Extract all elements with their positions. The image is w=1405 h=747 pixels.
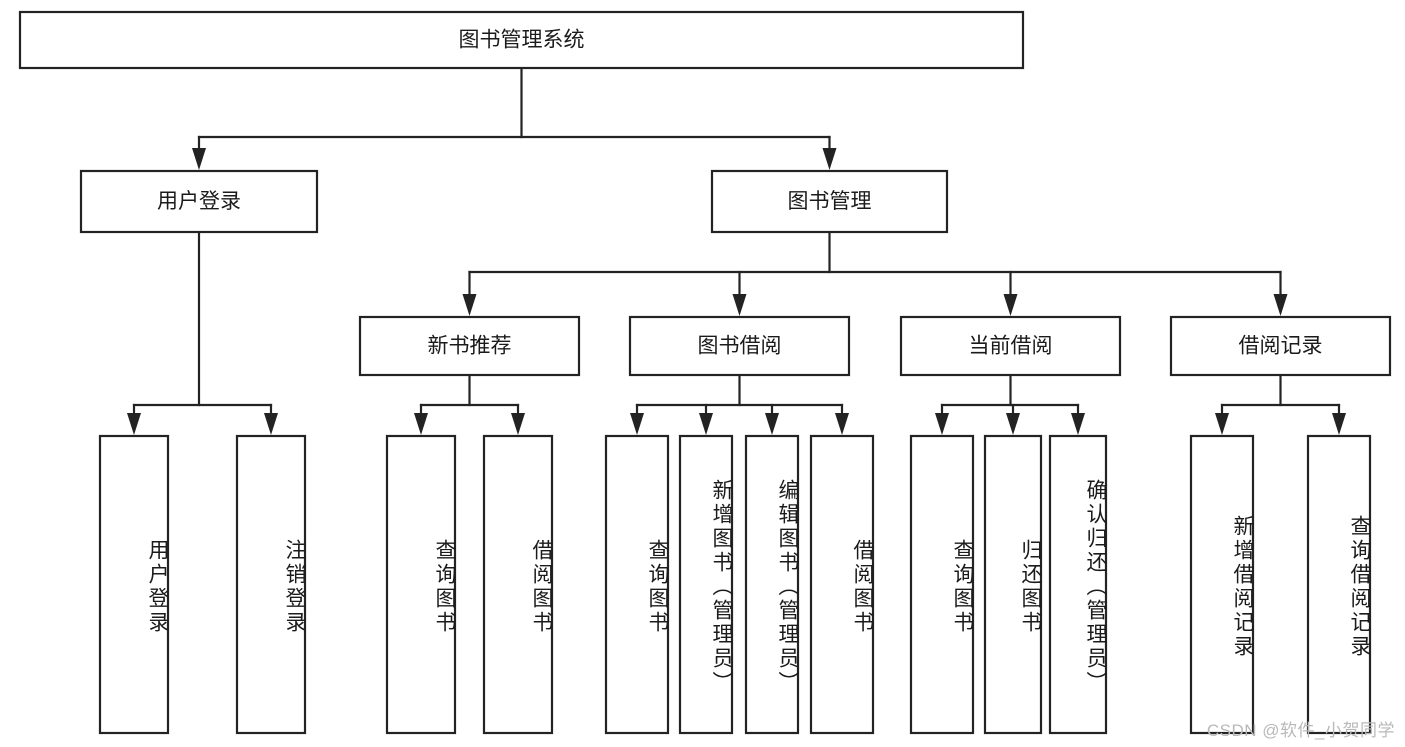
node-box-确认归还管理员-leaf-10[interactable] xyxy=(1048,434,1108,735)
arrow-head-icon-当前借阅-leaf-1 xyxy=(1006,413,1020,435)
node-box-编辑图书管理员-leaf-6[interactable] xyxy=(744,434,800,735)
node-label-图书借阅-l3-1: 图书借阅 xyxy=(698,335,782,358)
node-box-图书管理系统-root-0[interactable] xyxy=(18,10,1025,70)
watermark-text: CSDN @软件_小贺同学 xyxy=(1206,721,1395,740)
arrow-head-icon-用户登录-leaf-1 xyxy=(264,413,278,435)
arrow-head-icon-当前借阅-leaf-0 xyxy=(935,413,949,435)
node-label-用户登录-l2-0: 用户登录 xyxy=(157,190,241,213)
node-box-新增借阅记录-leaf-11[interactable] xyxy=(1189,434,1255,735)
node-label-图书管理系统-root-0: 图书管理系统 xyxy=(459,29,585,52)
node-box-借阅图书-leaf-7[interactable] xyxy=(809,434,875,735)
node-label-新书推荐-l3-0: 新书推荐 xyxy=(428,335,512,358)
arrow-head-icon-图书借阅-leaf-0 xyxy=(630,413,644,435)
node-box-用户登录-l2-0[interactable] xyxy=(79,169,319,234)
arrow-head-icon-图书借阅-leaf-1 xyxy=(699,413,713,435)
arrow-head-icon-root-to-l2-1 xyxy=(822,148,837,170)
arrow-head-icon-图书借阅-leaf-3 xyxy=(835,413,849,435)
arrow-head-icon-借阅记录-leaf-1 xyxy=(1332,413,1346,435)
arrow-head-icon-新书推荐-leaf-1 xyxy=(511,413,525,435)
node-box-新增图书管理员-leaf-5[interactable] xyxy=(678,434,734,735)
node-box-查询图书-leaf-8[interactable] xyxy=(909,434,975,735)
arrow-head-icon-新书推荐-leaf-0 xyxy=(414,413,428,435)
node-box-查询借阅记录-leaf-12[interactable] xyxy=(1306,434,1372,735)
node-box-借阅记录-l3-3[interactable] xyxy=(1169,315,1392,377)
node-label-图书管理-l2-1: 图书管理 xyxy=(788,190,872,213)
arrow-head-icon-bookmgmt-to-l3-2 xyxy=(1003,294,1018,316)
node-label-当前借阅-l3-2: 当前借阅 xyxy=(969,335,1053,358)
arrow-head-icon-借阅记录-leaf-0 xyxy=(1215,413,1229,435)
node-box-归还图书-leaf-9[interactable] xyxy=(983,434,1043,735)
arrow-head-icon-用户登录-leaf-0 xyxy=(127,413,141,435)
arrow-head-icon-图书借阅-leaf-2 xyxy=(765,413,779,435)
node-label-借阅记录-l3-3: 借阅记录 xyxy=(1239,335,1323,358)
node-box-注销登录-leaf-1[interactable] xyxy=(235,434,307,735)
node-boxes xyxy=(18,10,1392,735)
node-box-图书管理-l2-1[interactable] xyxy=(710,169,949,234)
node-box-图书借阅-l3-1[interactable] xyxy=(628,315,851,377)
connector-lines xyxy=(127,66,1346,435)
arrow-head-icon-bookmgmt-to-l3-1 xyxy=(732,294,747,316)
arrow-head-icon-当前借阅-leaf-2 xyxy=(1071,413,1085,435)
arrow-head-icon-bookmgmt-to-l3-3 xyxy=(1273,294,1288,316)
arrow-head-icon-root-to-l2-0 xyxy=(192,148,206,170)
node-box-当前借阅-l3-2[interactable] xyxy=(899,315,1122,377)
node-box-借阅图书-leaf-3[interactable] xyxy=(482,434,554,735)
node-box-新书推荐-l3-0[interactable] xyxy=(358,315,581,377)
arrow-head-icon-bookmgmt-to-l3-0 xyxy=(462,294,477,316)
node-box-用户登录-leaf-0[interactable] xyxy=(98,434,170,735)
node-box-查询图书-leaf-2[interactable] xyxy=(385,434,457,735)
node-box-查询图书-leaf-4[interactable] xyxy=(604,434,670,735)
